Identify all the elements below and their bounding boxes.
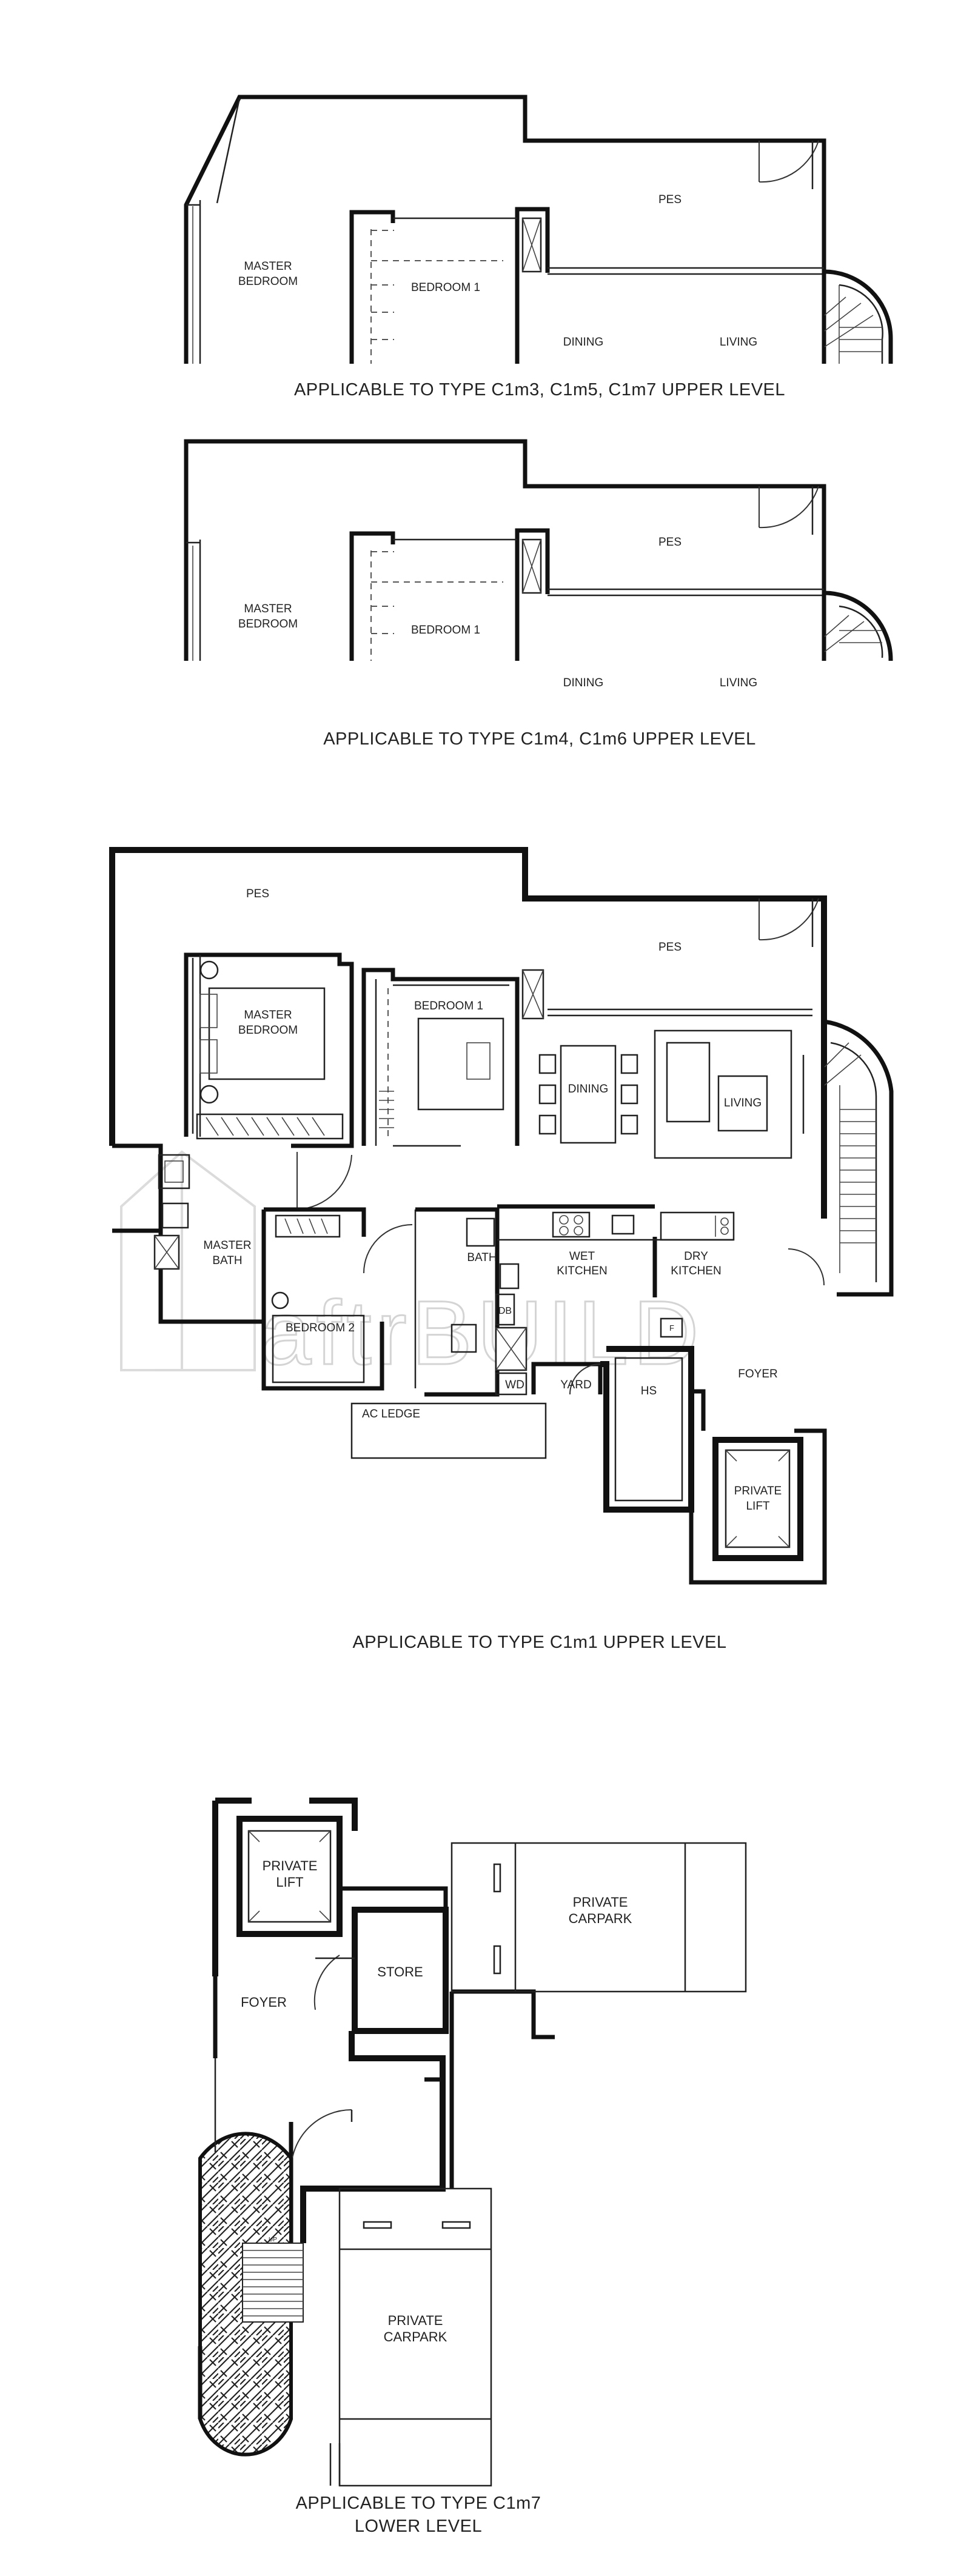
plan-1-caption: APPLICABLE TO TYPE C1m3, C1m5, C1m7 UPPE…	[294, 380, 785, 400]
carpark-top-label-line1: PRIVATE	[573, 1895, 628, 1910]
foyer-label: FOYER	[241, 1995, 287, 2010]
plan-3-upper-level: aftrBUILD	[109, 847, 894, 1652]
db-label: DB	[498, 1306, 512, 1316]
master-bedroom-label-line1: MASTER	[244, 1009, 292, 1022]
foyer-label: FOYER	[738, 1368, 777, 1380]
bedroom-2-label: BEDROOM 2	[286, 1322, 355, 1334]
wet-kitchen-label-line2: KITCHEN	[557, 1265, 607, 1277]
master-bedroom-label-line2: BEDROOM	[238, 1024, 298, 1037]
master-bedroom-label-line2: BEDROOM	[238, 618, 298, 631]
plan-4-caption-line2: LOWER LEVEL	[355, 2517, 482, 2536]
carpark-top-label-line2: CARPARK	[569, 1911, 632, 1926]
plan-2-caption: APPLICABLE TO TYPE C1m4, C1m6 UPPER LEVE…	[323, 729, 756, 749]
bedroom-1-label: BEDROOM 1	[411, 624, 480, 637]
pes-right-label: PES	[658, 941, 682, 954]
private-lift-label-line1: PRIVATE	[263, 1858, 318, 1873]
plan-3-caption: APPLICABLE TO TYPE C1m1 UPPER LEVEL	[352, 1633, 726, 1652]
dining-label: DINING	[563, 677, 604, 689]
master-bedroom-label-line2: BEDROOM	[238, 275, 298, 288]
living-label: LIVING	[720, 677, 757, 689]
pes-label: PES	[658, 536, 682, 549]
plan-4-lower-level: PRIVATE LIFT STORE FOYER PRIVATE CARPARK…	[198, 1798, 747, 2536]
dry-kitchen-label-line2: KITCHEN	[671, 1265, 721, 1277]
master-bedroom-label-line1: MASTER	[244, 603, 292, 615]
living-label: LIVING	[724, 1097, 762, 1109]
bedroom-1-label: BEDROOM 1	[411, 281, 480, 294]
hs-label: HS	[641, 1385, 657, 1397]
watermark-logo: aftrBUILD	[120, 1150, 704, 1385]
store-label: STORE	[377, 1964, 423, 1979]
stair-up-label: UP	[269, 2236, 277, 2243]
dry-kitchen-label-line1: DRY	[684, 1250, 708, 1263]
wd-label: WD	[505, 1379, 524, 1391]
watermark-text: aftrBUILD	[261, 1282, 704, 1383]
pes-left-label: PES	[246, 888, 269, 900]
yard-label: YARD	[560, 1379, 591, 1391]
private-lift-label-line2: LIFT	[276, 1875, 303, 1890]
plan-1-upper-level: PES MASTER BEDROOM BEDROOM 1 DINING LIVI…	[184, 95, 893, 400]
bedroom-1-label: BEDROOM 1	[414, 1000, 483, 1012]
dining-label: DINING	[568, 1083, 609, 1096]
master-bath-label-line2: BATH	[212, 1254, 242, 1267]
living-label: LIVING	[720, 336, 757, 349]
fridge-label: F	[669, 1323, 674, 1333]
wet-kitchen-label-line1: WET	[569, 1250, 595, 1263]
private-lift-label-line2: LIFT	[746, 1500, 769, 1513]
pes-label: PES	[658, 193, 682, 206]
carpark-bottom-label-line2: CARPARK	[384, 2329, 447, 2344]
dining-label: DINING	[563, 336, 604, 349]
plan-2-upper-level: PES MASTER BEDROOM BEDROOM 1 DINING LIVI…	[184, 439, 893, 749]
master-bedroom-label-line1: MASTER	[244, 260, 292, 273]
private-lift-label-line1: PRIVATE	[734, 1485, 782, 1497]
master-bath-label-line1: MASTER	[203, 1239, 251, 1252]
carpark-bottom-label-line1: PRIVATE	[388, 2313, 443, 2328]
bath-label: BATH	[467, 1251, 497, 1264]
ac-ledge-label: AC LEDGE	[362, 1408, 420, 1420]
plan-4-caption-line1: APPLICABLE TO TYPE C1m7	[296, 2494, 541, 2513]
